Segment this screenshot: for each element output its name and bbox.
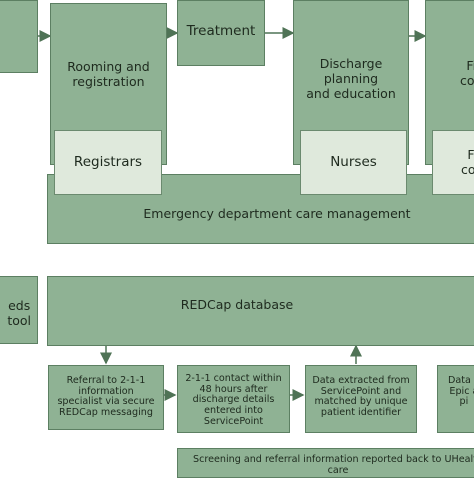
referral-box: Referral to 2-1-1 information specialist… bbox=[48, 365, 164, 430]
ed-care-management-label: Emergency department care management bbox=[143, 205, 411, 221]
data-epic-box: Data e Epic a pi bbox=[437, 365, 474, 433]
far-right-inner-box: Fi cou bbox=[432, 130, 474, 195]
registrars-box: Registrars bbox=[54, 130, 162, 195]
treatment-label: Treatment bbox=[186, 23, 256, 39]
treatment-box: Treatment bbox=[177, 0, 265, 66]
top-left-partial-box bbox=[0, 0, 38, 73]
data-epic-label: Data e Epic a pi bbox=[448, 375, 474, 408]
nurses-label: Nurses bbox=[330, 153, 377, 170]
screening-report-box: Screening and referral information repor… bbox=[177, 448, 474, 478]
contact-211-label: 2-1-1 contact within 48 hours after disc… bbox=[185, 373, 282, 427]
redcap-database-label: REDCap database bbox=[180, 297, 294, 312]
needs-tool-label: eds tool bbox=[7, 298, 31, 328]
far-right-top-label: Fi cou bbox=[460, 58, 474, 88]
data-extracted-box: Data extracted from ServicePoint and mat… bbox=[305, 365, 417, 433]
rooming-registration-label: Rooming and registration bbox=[67, 59, 150, 89]
discharge-planning-label: Discharge planning and education bbox=[306, 56, 396, 101]
registrars-label: Registrars bbox=[73, 153, 143, 170]
screening-report-label: Screening and referral information repor… bbox=[192, 454, 474, 476]
nurses-box: Nurses bbox=[300, 130, 407, 195]
contact-211-box: 2-1-1 contact within 48 hours after disc… bbox=[177, 365, 290, 433]
data-extracted-label: Data extracted from ServicePoint and mat… bbox=[312, 375, 410, 419]
needs-tool-box: eds tool bbox=[0, 276, 38, 344]
referral-label: Referral to 2-1-1 information specialist… bbox=[57, 375, 155, 419]
redcap-database-box: REDCap database bbox=[47, 276, 474, 346]
far-right-inner-label: Fi cou bbox=[461, 146, 474, 177]
